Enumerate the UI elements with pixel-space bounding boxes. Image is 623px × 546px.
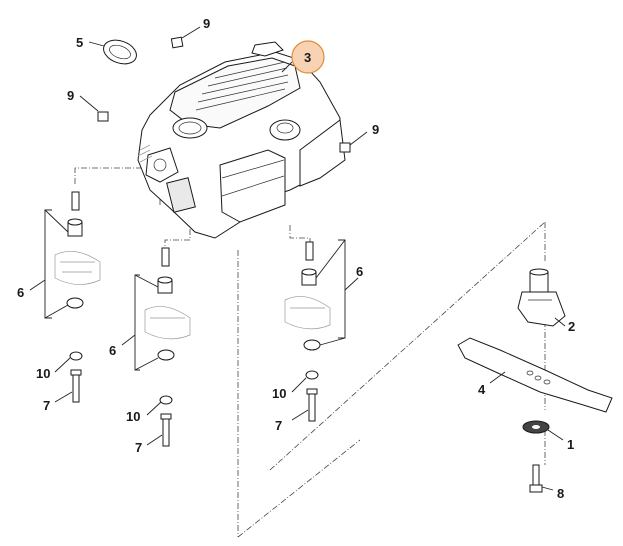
callout-6-right: 6 xyxy=(356,264,363,279)
mower-blade[interactable] xyxy=(457,337,613,413)
callout-7-middle: 7 xyxy=(135,440,142,455)
callout-9-right: 9 xyxy=(372,122,379,137)
callout-10-right: 10 xyxy=(272,386,286,401)
bolt-stack-middle[interactable] xyxy=(144,247,191,447)
callout-7-right: 7 xyxy=(275,418,282,433)
bolt-stack-left[interactable] xyxy=(54,191,101,403)
callout-5: 5 xyxy=(76,35,83,50)
callout-9-left: 9 xyxy=(67,88,74,103)
callout-3: 3 xyxy=(304,50,311,65)
bolt-stack-right[interactable] xyxy=(284,241,331,422)
callout-9-top: 9 xyxy=(203,16,210,31)
blade-bolt[interactable] xyxy=(529,464,543,493)
callout-6-left: 6 xyxy=(17,285,24,300)
blade-adapter[interactable] xyxy=(517,268,566,327)
callout-8: 8 xyxy=(557,486,564,501)
callout-6-middle: 6 xyxy=(109,343,116,358)
callout-10-left: 10 xyxy=(36,366,50,381)
engine-assembly[interactable] xyxy=(137,41,346,239)
blade-washer[interactable] xyxy=(522,420,550,434)
nut-top[interactable] xyxy=(170,36,184,49)
callout-highlight-3[interactable] xyxy=(291,40,325,74)
callout-4: 4 xyxy=(478,382,486,397)
callout-1: 1 xyxy=(567,437,574,452)
nut-left[interactable] xyxy=(97,111,109,122)
callout-7-left: 7 xyxy=(43,398,50,413)
gasket-ring[interactable] xyxy=(100,36,139,68)
callout-2: 2 xyxy=(568,319,575,334)
nut-right[interactable] xyxy=(339,142,351,153)
callout-10-middle: 10 xyxy=(126,409,140,424)
